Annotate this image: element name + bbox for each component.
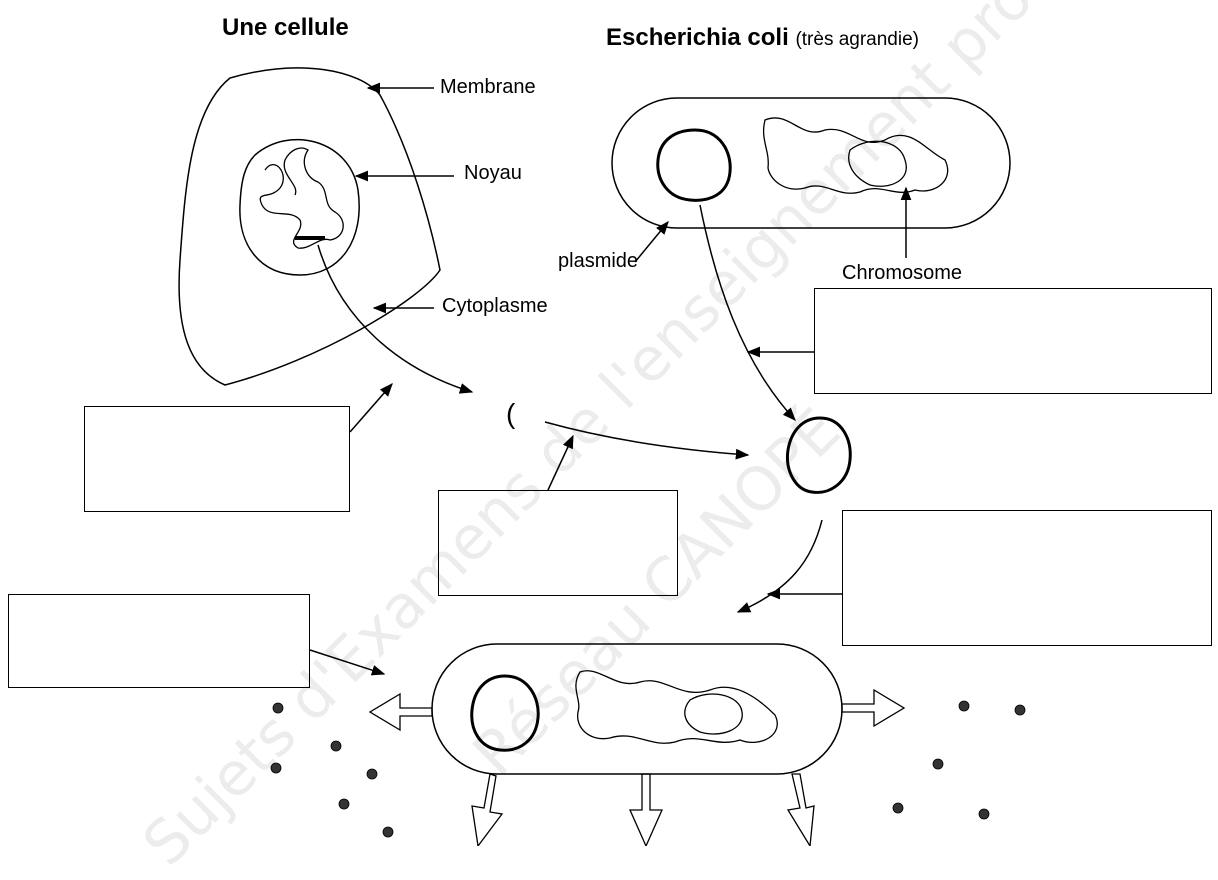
chromosome-bottom	[576, 671, 777, 744]
title-ecoli-note: (très agrandie)	[795, 29, 919, 50]
label-membrane: Membrane	[440, 76, 536, 99]
arrow-to-plasmid	[545, 422, 748, 455]
nucleus-chromatin	[260, 148, 343, 248]
plasmid-top	[658, 130, 730, 200]
answer-box-2[interactable]	[438, 490, 678, 596]
answer-box-5[interactable]	[8, 594, 310, 688]
secretion-arrow-down-3	[788, 774, 814, 846]
title-cell-text: Une cellule	[222, 14, 349, 41]
arrow-down	[738, 520, 822, 612]
label-plasmide: plasmide	[558, 250, 638, 273]
arrow-plasmid-out	[700, 205, 795, 420]
bacterium-top	[612, 98, 1010, 228]
secretion-arrow-down-2	[630, 774, 662, 846]
label-chromosome: Chromosome	[842, 262, 962, 285]
cell-membrane	[179, 68, 440, 385]
secreted-molecules	[271, 701, 1025, 837]
answer-box-4[interactable]	[842, 510, 1212, 646]
bacterium-bottom	[432, 644, 842, 774]
chromosome-top	[764, 118, 948, 193]
title-ecoli-text: Escherichia coli	[606, 24, 789, 51]
answer-box-1[interactable]	[84, 406, 350, 512]
secretion-arrow-left	[370, 694, 432, 730]
title-cell: Une cellule	[222, 14, 349, 42]
dna-fragment: (	[506, 398, 515, 430]
diagram: Sujets d'Examens de l'enseignement profe…	[0, 0, 1218, 846]
label-noyau: Noyau	[464, 162, 522, 185]
secretion-arrow-down-1	[472, 774, 502, 846]
secretion-arrow-right	[842, 690, 904, 726]
arrow-dna-to-fragment	[318, 245, 472, 392]
label-cytoplasme: Cytoplasme	[442, 295, 548, 318]
title-ecoli: Escherichia coli (très agrandie)	[606, 24, 919, 52]
nucleus	[240, 140, 359, 275]
plasmid-bottom	[472, 676, 538, 750]
answer-box-3[interactable]	[814, 288, 1212, 394]
plasmid-free	[787, 418, 850, 492]
